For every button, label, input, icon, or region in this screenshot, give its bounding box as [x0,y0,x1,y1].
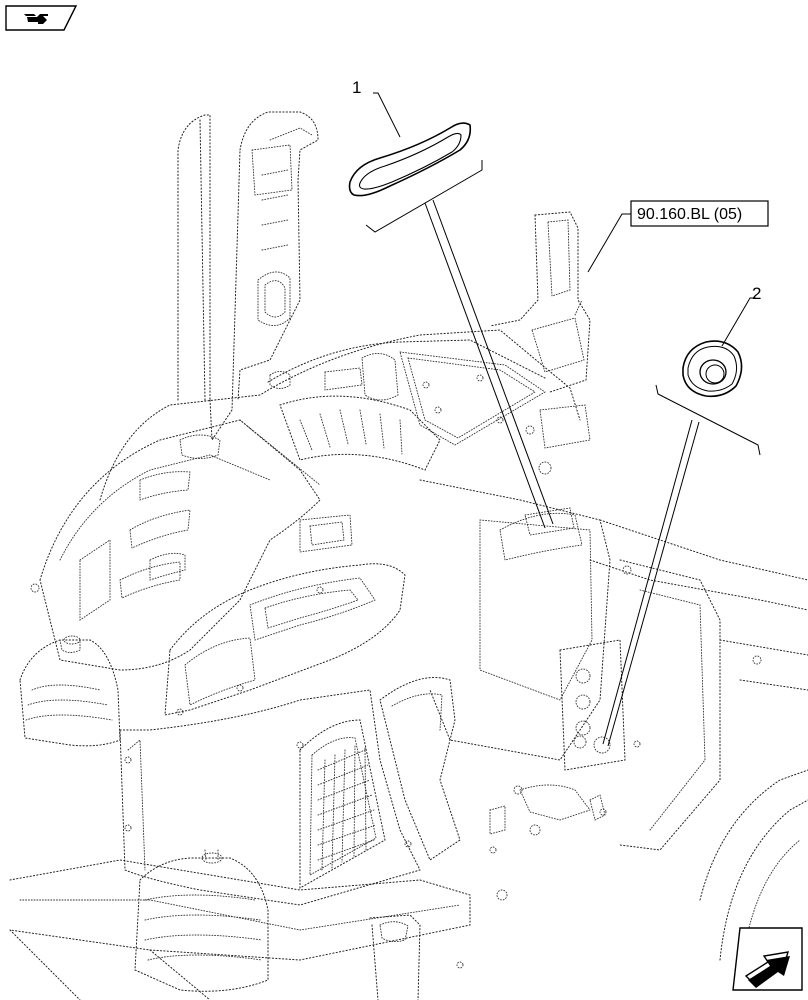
part-2-grommet[interactable] [682,340,743,398]
part-1-leader [365,92,554,529]
grille-mesh [317,745,377,871]
part-2-leader [602,297,761,747]
next-page-arrow-icon[interactable] [732,927,803,991]
reference-label: 90.160.BL (05) [637,206,742,223]
book-page-icon[interactable] [5,5,78,31]
callout-2-label: 2 [752,284,761,303]
callout-1-label: 1 [352,78,361,97]
reference-callout[interactable]: 90.160.BL (05) [587,200,769,273]
cab-console-drawing [9,111,808,1000]
part-1-plug[interactable] [348,122,472,197]
